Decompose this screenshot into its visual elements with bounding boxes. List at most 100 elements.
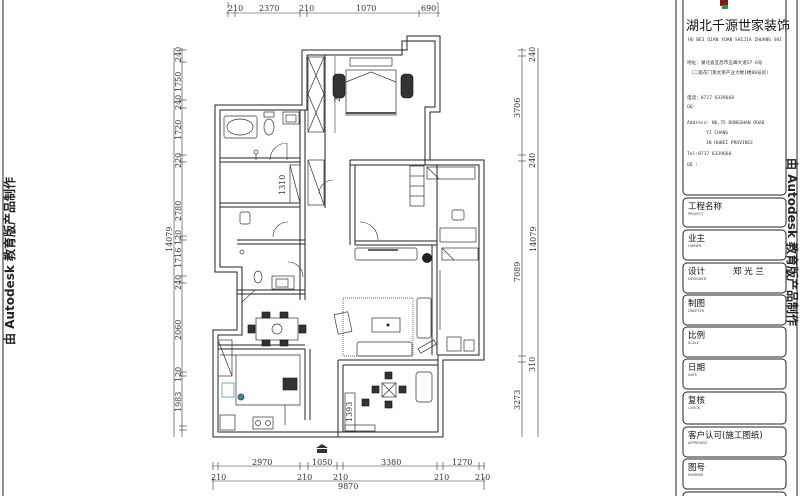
address-en-3: IN HUBEI PROVINCE xyxy=(706,140,753,146)
svg-text:PROJECT: PROJECT xyxy=(688,212,704,216)
address-cn-2: （二级花门莱太莱产业大楼1楼08号房） xyxy=(689,69,771,76)
left-dimensions: 240 1750 240 1720 220 2780 120 1716 240 … xyxy=(165,47,187,437)
svg-text:NUMBER: NUMBER xyxy=(688,473,704,477)
right-dimensions: 240 3706 240 7089 310 3273 14079 xyxy=(513,47,539,437)
dim-top-4: 690 xyxy=(421,4,436,13)
tea-table-set xyxy=(361,371,433,409)
plant-icon xyxy=(422,253,432,263)
dim-right-1: 3706 xyxy=(513,98,522,118)
svg-text:业主: 业主 xyxy=(688,233,706,244)
bathroom2-fixtures xyxy=(239,249,295,290)
svg-text:DATE: DATE xyxy=(688,373,697,377)
svg-text:客户认可(施工图纸): 客户认可(施工图纸) xyxy=(688,430,763,441)
svg-text:OWNER: OWNER xyxy=(688,244,702,248)
living-room-sofa-set xyxy=(333,297,437,357)
address-cn-1: 地址：湖北省宜昌市五峰大道57-6号 xyxy=(687,59,763,66)
stairs-closet xyxy=(409,165,477,243)
dim-bottom-3: 1270 xyxy=(452,458,472,467)
designer-name: 郑 光 兰 xyxy=(733,266,764,277)
qq-cn: QQ： xyxy=(687,104,697,110)
phone: 电话：0717 6339668 xyxy=(687,94,734,101)
dim-top-0: 210 xyxy=(228,4,243,13)
toilet xyxy=(263,111,275,136)
bottom-dimensions: 2970 1050 3380 1270 210 210 210 210 210 … xyxy=(211,458,490,491)
tv-cabinet xyxy=(354,247,418,261)
qq-en: QQ : xyxy=(687,162,698,168)
dim-right-5: 3273 xyxy=(513,390,522,410)
address-en-2: YI CHANG xyxy=(706,130,728,136)
dim-left-11: 1983 xyxy=(174,392,183,412)
dining-cabinet xyxy=(217,339,233,377)
dim-right-3: 7089 xyxy=(513,262,522,282)
dim-bottom-1: 1050 xyxy=(312,458,332,467)
watermark-left: 由 Autodesk 教育版产品制作 xyxy=(2,177,17,345)
top-dimensions: 210 2370 210 1070 690 xyxy=(226,2,440,17)
company-name: 湖北千源世家装饰 xyxy=(686,18,790,34)
washbasin xyxy=(282,111,300,125)
outer-walls xyxy=(212,35,485,438)
study-cabinet xyxy=(344,392,376,432)
interior-walls xyxy=(218,55,438,437)
svg-text:DESIGNER: DESIGNER xyxy=(688,277,707,281)
dim-bottom-r2-4: 210 xyxy=(475,473,490,482)
wardrobe-master xyxy=(307,56,325,206)
dim-left-7: 1716 xyxy=(174,248,183,268)
entrance-icon xyxy=(316,444,328,453)
dim-bottom-2: 3380 xyxy=(381,458,401,467)
watermark-right: 由 Autodesk 教育版产品制作 xyxy=(785,158,800,326)
dining-table xyxy=(247,311,307,347)
svg-text:日期: 日期 xyxy=(688,363,705,373)
tel-en: Tel:0717 6339668 xyxy=(687,151,731,157)
dim-left-2: 240 xyxy=(174,95,183,110)
svg-text:APPROVED: APPROVED xyxy=(688,441,707,445)
door-swings xyxy=(241,142,379,303)
desk-chair xyxy=(239,211,251,225)
svg-text:工程名称: 工程名称 xyxy=(688,201,723,212)
dim-right-4: 310 xyxy=(528,357,537,372)
dim-interior-1: 1310 xyxy=(278,175,287,195)
kitchen-counter xyxy=(219,354,301,431)
dim-right-total: 14079 xyxy=(529,227,538,252)
address-en-1: Address: NO.75 DONGSHAN ROAD xyxy=(687,120,765,126)
dim-top-3: 1070 xyxy=(356,4,376,13)
dim-left-6: 120 xyxy=(174,230,183,245)
company-logo xyxy=(720,0,728,9)
dim-left-1: 1750 xyxy=(174,72,183,92)
cabinet-1310 xyxy=(289,164,301,204)
svg-text:比例: 比例 xyxy=(688,330,705,341)
dim-top-1: 2370 xyxy=(259,4,279,13)
svg-text:制图: 制图 xyxy=(688,298,705,309)
dim-bottom-total: 9870 xyxy=(338,482,358,491)
svg-text:DRAFTER: DRAFTER xyxy=(688,309,705,313)
shower-icon xyxy=(253,149,259,160)
bathtub xyxy=(223,115,258,139)
company-pinyin: HU BEI QIAN YUAN SHIJIA ZHUANG SHI xyxy=(688,37,782,43)
svg-text:设计: 设计 xyxy=(688,266,706,277)
double-bed xyxy=(332,57,414,116)
dim-left-total: 14079 xyxy=(165,227,174,252)
dim-bottom-0: 2970 xyxy=(252,458,272,467)
dim-right-0: 240 xyxy=(528,47,537,62)
title-block: 湖北千源世家装饰 HU BEI QIAN YUAN SHIJIA ZHUANG … xyxy=(675,0,798,496)
dim-left-8: 240 xyxy=(174,275,183,290)
dim-left-0: 240 xyxy=(174,47,183,62)
dim-bottom-r2-2: 210 xyxy=(333,473,348,482)
svg-text:CHECK: CHECK xyxy=(688,406,701,410)
svg-text:图号: 图号 xyxy=(688,463,705,473)
dim-right-2: 240 xyxy=(528,153,537,168)
dim-left-5: 2780 xyxy=(174,201,183,221)
dim-left-9: 2060 xyxy=(174,320,183,340)
dim-interior-2: 1393 xyxy=(345,402,354,422)
dim-bottom-r2-0: 210 xyxy=(211,473,226,482)
dim-interior-0: 2780 xyxy=(333,82,342,102)
dim-bottom-r2-3: 210 xyxy=(434,473,449,482)
